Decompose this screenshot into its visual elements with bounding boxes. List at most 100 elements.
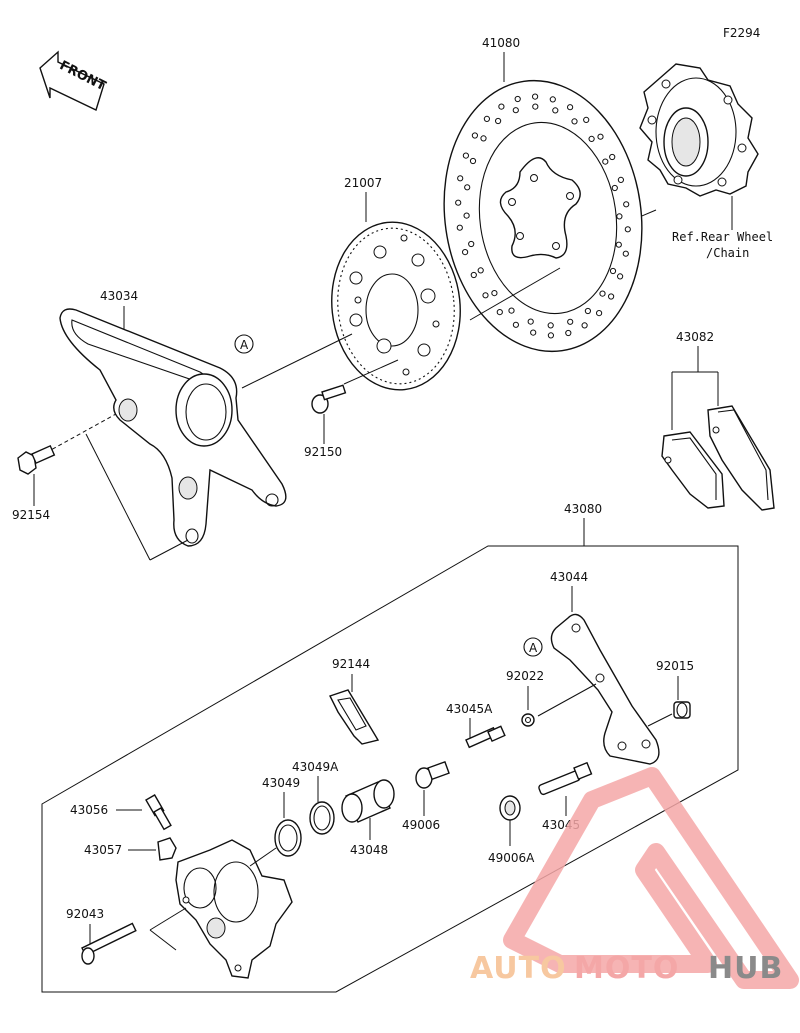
disc-hole [514,95,521,103]
disc-hole [609,153,616,161]
pin-43045A [465,725,506,749]
piston-43048 [341,779,395,823]
part-label-43080: 43080 [564,502,602,516]
disc-hole [584,307,592,315]
washer-92022 [521,713,535,727]
disc-hole [468,240,475,248]
part-label-41080: 41080 [482,36,520,50]
disc-hole [462,152,469,159]
sensor-rotor [331,221,461,391]
disc-hole [469,157,477,165]
disc-hole [602,158,609,165]
disc-hole [597,133,604,140]
part-label-43048: 43048 [350,843,388,857]
bleed-cap-43057 [157,837,177,861]
disc-hole [462,249,469,256]
brake-disc [443,79,643,353]
boot-49006 [415,760,450,789]
svg-text:A: A [240,338,249,352]
disc-hole [549,96,556,103]
caliper-mount-bracket [550,613,660,765]
disc-hole [530,329,537,336]
disc-hole [464,184,471,191]
disc-hole [567,318,574,325]
part-label-43049A: 43049A [292,760,339,774]
disc-hole [617,176,625,183]
part-label-92022: 92022 [506,669,544,683]
disc-hole [617,273,624,280]
svg-text:A: A [529,641,538,655]
disc-hole [588,135,595,142]
part-label-92154: 92154 [12,508,50,522]
disc-hole [527,318,534,325]
disc-hole [512,321,520,328]
disc-hole [532,93,539,100]
disc-hole [495,117,502,125]
disc-hole [480,135,487,142]
part-label-43049: 43049 [262,776,300,790]
watermark-text-hub: HUB [708,951,783,986]
disc-hole [611,184,618,192]
pad-spring-92144 [329,689,380,745]
part-label-92144: 92144 [332,657,370,671]
bolt-92150 [311,384,347,414]
disc-hole [496,309,503,316]
part-label-92015: 92015 [656,659,694,673]
sleeve-92015 [673,701,691,719]
disc-hole [455,199,462,206]
disc-hole [498,103,505,110]
disc-hole [457,175,464,182]
part-label-43034: 43034 [100,289,138,303]
disc-hole [581,322,588,329]
callout-a-bottom: A [523,637,543,657]
part-label-43082: 43082 [676,330,714,344]
watermark-logo: AUTO MOTO HUB [470,767,799,989]
disc-hole [608,293,615,300]
disc-hole [470,271,477,279]
watermark-text-moto: MOTO [574,951,679,986]
part-label-43057: 43057 [84,843,122,857]
disc-hole [463,212,470,219]
watermark-text-auto: AUTO [470,951,567,986]
part-label-21007: 21007 [344,176,382,190]
brake-pad-left [661,431,725,509]
front-label: FRONT [57,58,108,94]
assembly-outline [41,545,739,993]
sprocket-hub [639,63,759,197]
disc-hole [567,104,574,111]
disc-hole [477,267,484,274]
pin-43045 [538,761,593,796]
disc-hole [552,107,559,114]
part-label-43056: 43056 [70,803,108,817]
caliper-body [175,839,293,979]
part-label-92043: 92043 [66,907,104,921]
boot-49006A [499,795,521,821]
disc-hole [616,213,623,220]
disc-hole [508,307,515,314]
bleed-valve-43056 [145,794,172,831]
caliper-bracket [59,308,287,547]
bolt-92154 [17,444,56,475]
disc-hole [483,115,490,123]
disc-hole [623,201,630,208]
part-label-49006: 49006 [402,818,440,832]
part-label-49006A: 49006A [488,851,535,865]
disc-hole [547,332,555,339]
disc-hole [583,116,590,124]
front-arrow-icon: FRONT [39,50,108,111]
disc-hole [609,267,617,275]
brake-pad-right [707,405,775,511]
disc-hole [512,107,519,114]
disc-hole [599,290,606,297]
reference-note-line1: Ref.Rear Wheel [672,230,773,244]
bolt-92043 [81,922,137,965]
disc-hole [532,103,539,110]
part-label-92150: 92150 [304,445,342,459]
figure-code: F2294 [723,26,760,40]
disc-hole [615,241,622,248]
disc-hole [571,118,578,125]
part-label-43045A: 43045A [446,702,493,716]
disc-hole [547,322,554,329]
disc-hole [456,224,463,231]
